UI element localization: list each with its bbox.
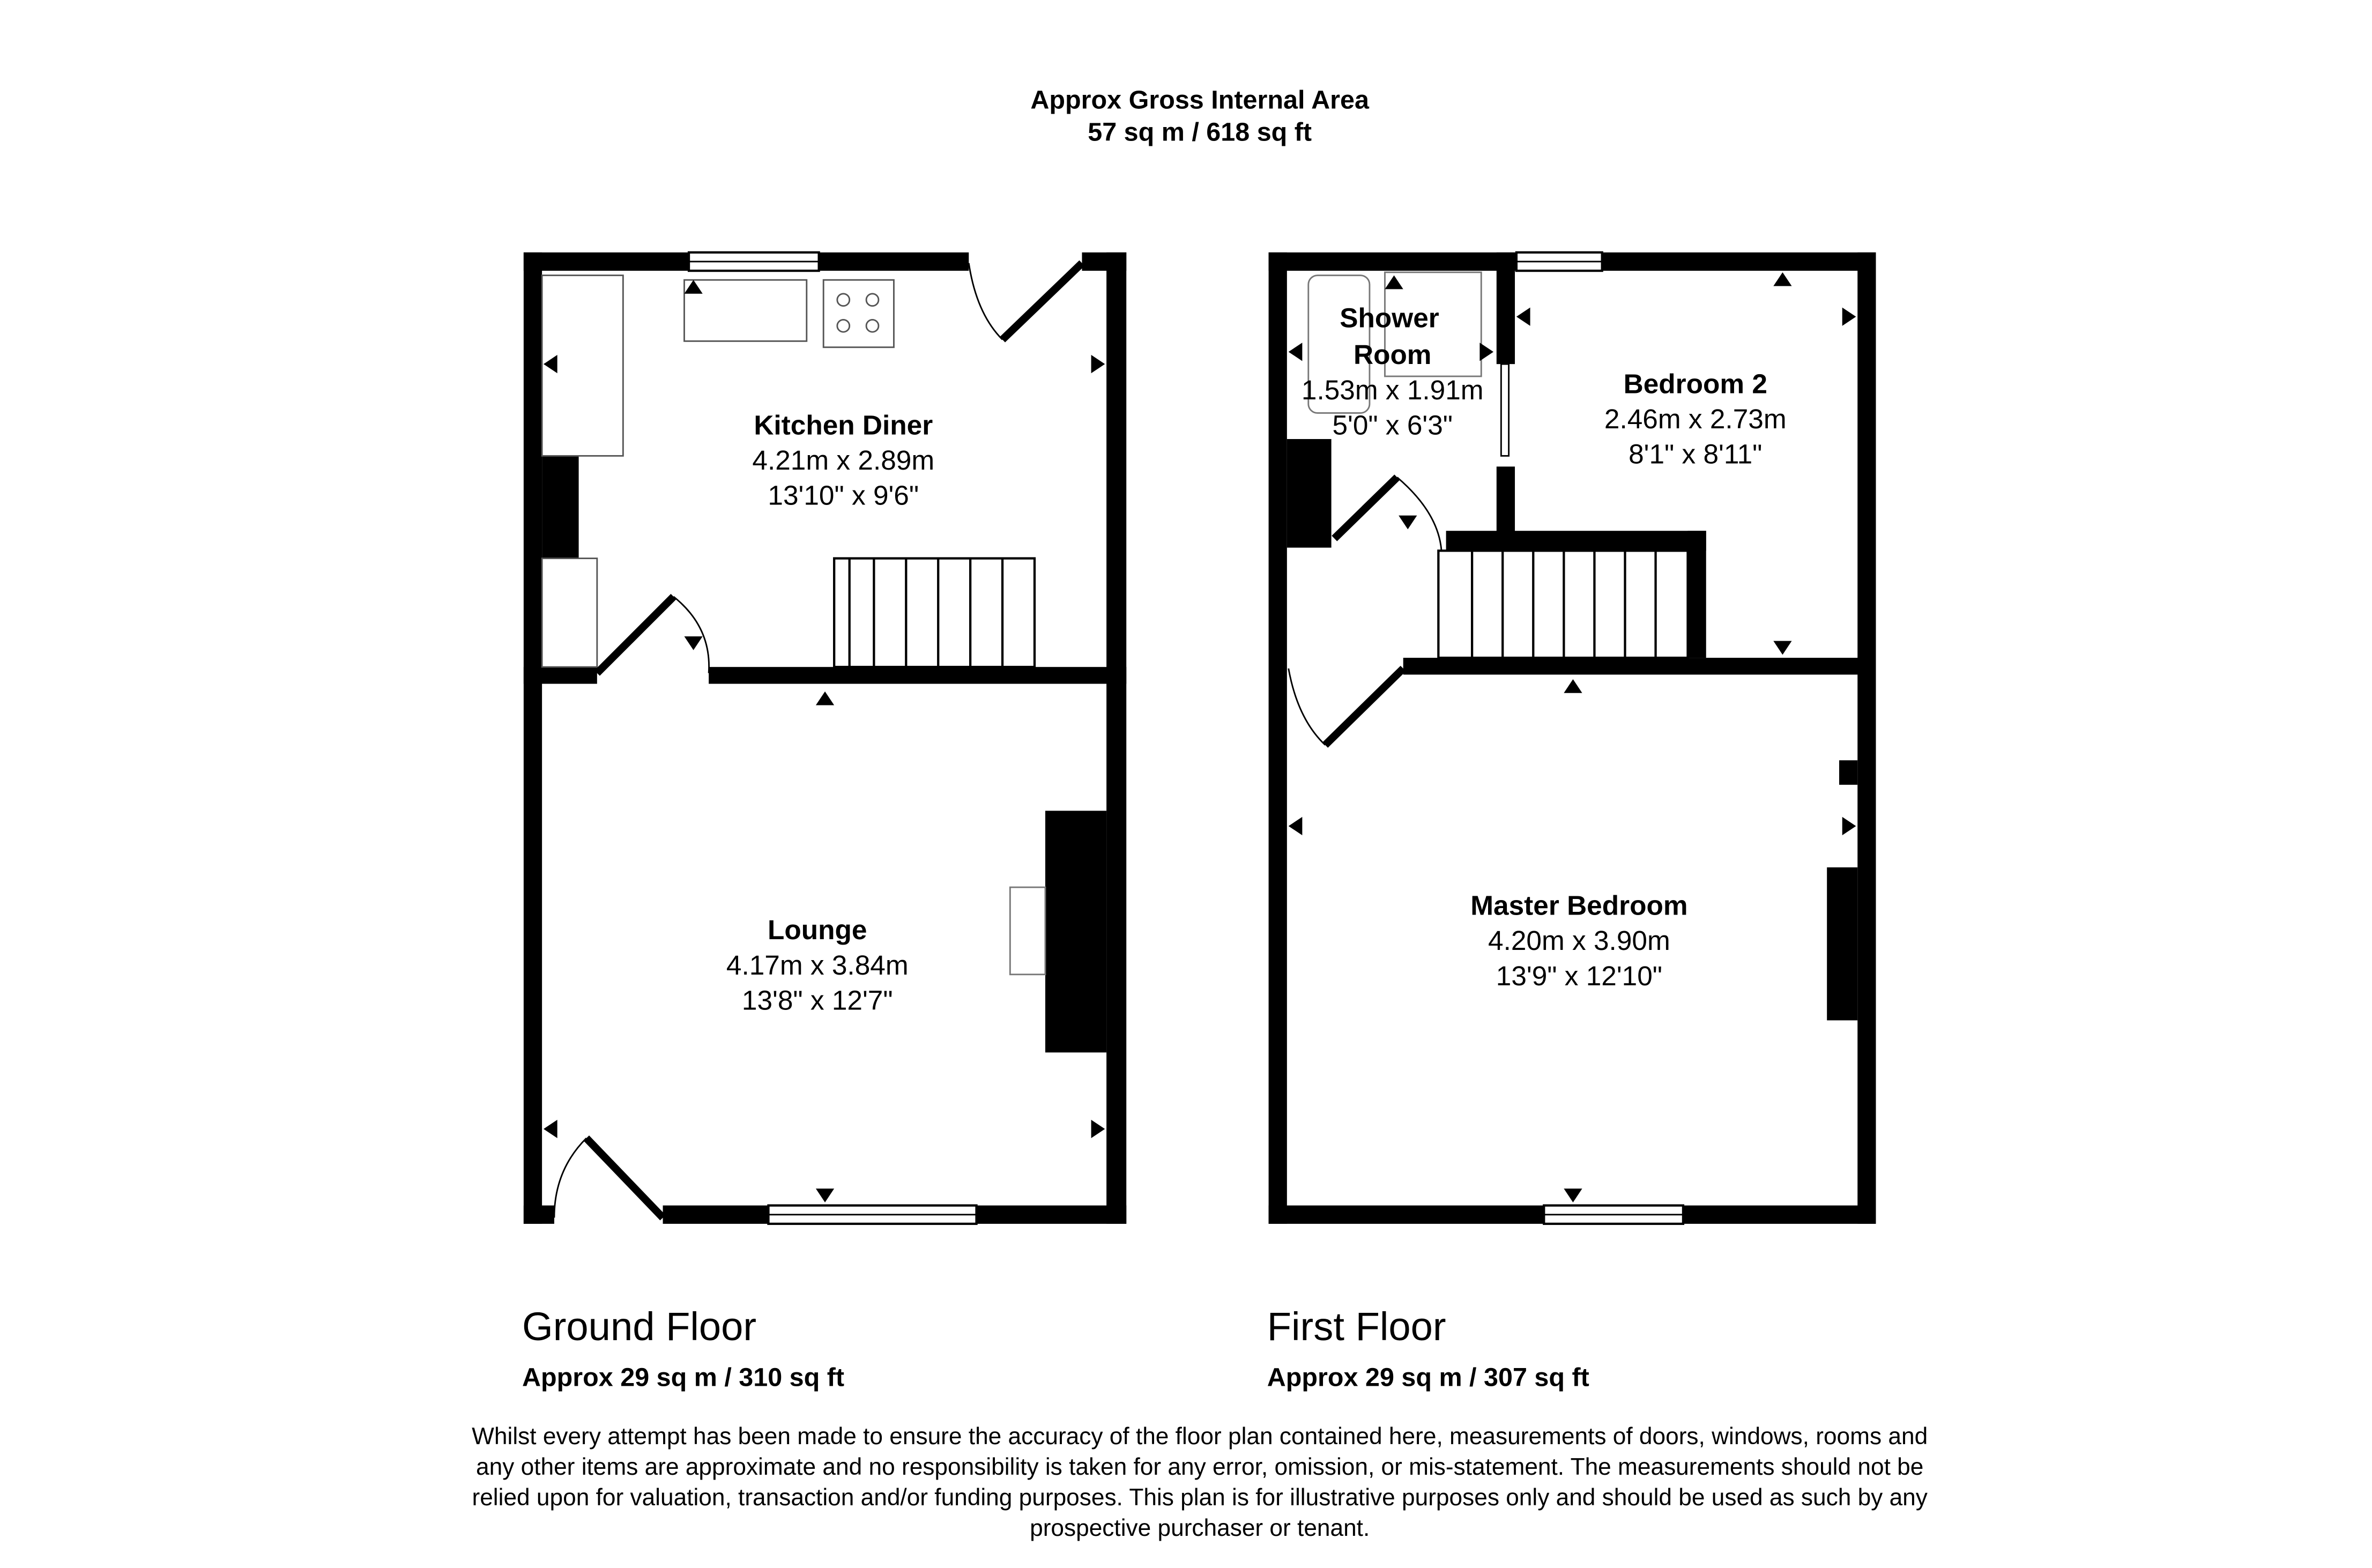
floor-area: Approx 29 sq m / 307 sq ft: [1267, 1363, 1589, 1392]
room-imperial: 13'10" x 9'6": [768, 480, 919, 511]
door-swings: [1288, 474, 1442, 748]
gross-area-value: 57 sq m / 618 sq ft: [1088, 118, 1312, 147]
room-imperial: 13'8" x 12'7": [742, 985, 893, 1015]
stairs: [1437, 549, 1689, 659]
floor-label: Ground Floor: [522, 1304, 756, 1349]
room-imperial: 13'9" x 12'10": [1496, 961, 1662, 991]
stairs: [833, 557, 1036, 668]
room-name-2: Room: [1354, 339, 1432, 370]
room-metric: 4.17m x 3.84m: [726, 950, 909, 980]
room-metric: 2.46m x 2.73m: [1604, 404, 1787, 434]
room-metric: 1.53m x 1.91m: [1302, 375, 1484, 405]
room-imperial: 5'0" x 6'3": [1332, 410, 1453, 440]
toilet: [1307, 274, 1371, 414]
room-name: Shower: [1340, 303, 1439, 333]
shower-tray: [1384, 271, 1482, 377]
disclaimer-line: prospective purchaser or tenant.: [1030, 1515, 1370, 1541]
room-metric: 4.21m x 2.89m: [752, 445, 934, 475]
door-swings: [553, 260, 1085, 1221]
disclaimer-line: relied upon for valuation, transaction a…: [472, 1484, 1928, 1511]
room-name: Lounge: [768, 915, 867, 945]
room-name: Bedroom 2: [1624, 368, 1767, 399]
ground-floor-plan: [523, 251, 1127, 1225]
room-name: Kitchen Diner: [754, 410, 933, 440]
disclaimer-line: any other items are approximate and no r…: [476, 1454, 1923, 1480]
disclaimer-line: Whilst every attempt has been made to en…: [472, 1423, 1928, 1450]
room-name: Master Bedroom: [1470, 890, 1687, 920]
floor-label: First Floor: [1267, 1304, 1446, 1349]
room-imperial: 8'1" x 8'11": [1629, 439, 1762, 470]
room-metric: 4.20m x 3.90m: [1488, 925, 1670, 956]
disclaimer: Whilst every attempt has been made to en…: [472, 1423, 1928, 1541]
first-floor-plan: [1268, 251, 1876, 1225]
floor-area: Approx 29 sq m / 310 sq ft: [522, 1363, 844, 1392]
gross-area-title: Approx Gross Internal Area: [1030, 86, 1370, 115]
